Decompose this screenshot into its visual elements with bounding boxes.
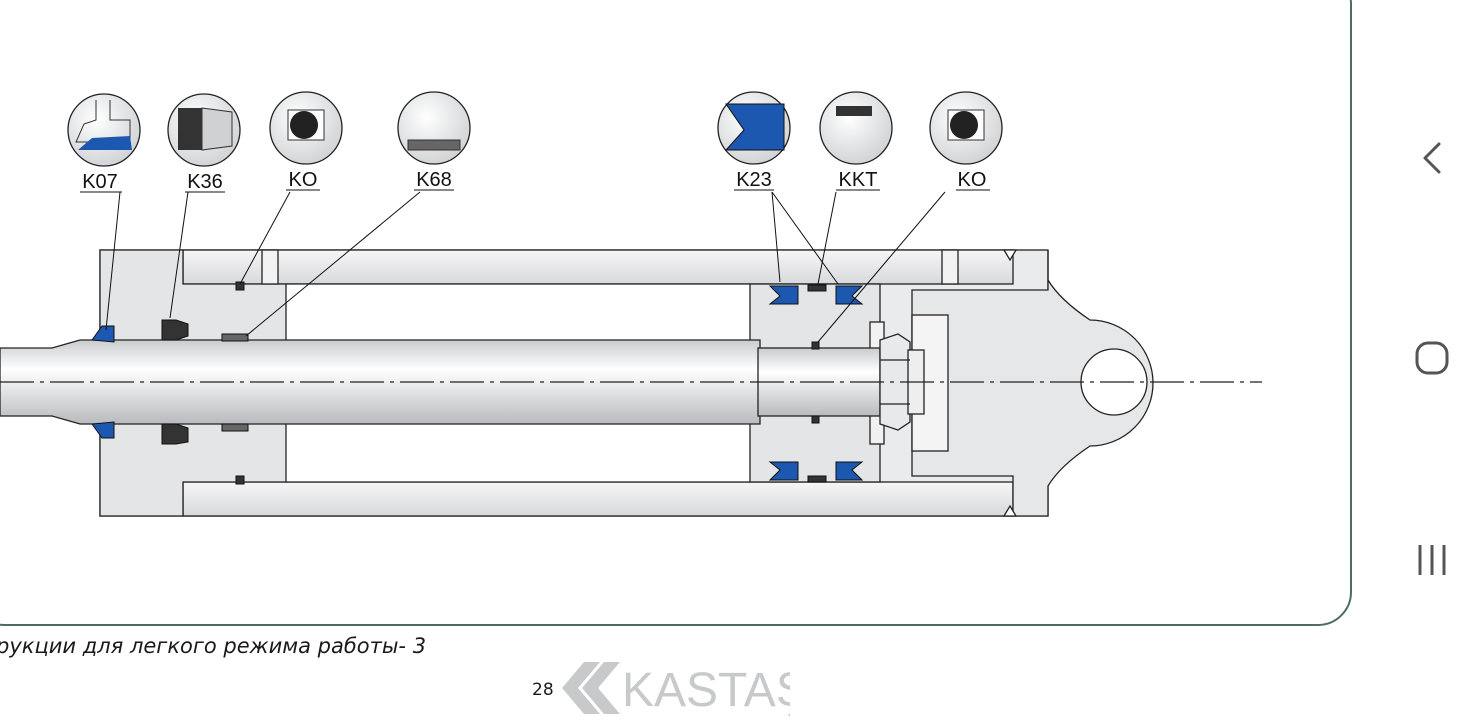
recents-button[interactable] bbox=[1400, 528, 1464, 592]
home-button[interactable] bbox=[1400, 326, 1464, 390]
detail-kkt bbox=[819, 91, 893, 165]
logo-chevrons-icon bbox=[562, 662, 620, 714]
home-icon bbox=[1415, 341, 1449, 375]
recents-icon bbox=[1418, 545, 1446, 575]
label-k68: K68 bbox=[416, 169, 452, 191]
label-kkt: KKT bbox=[839, 169, 878, 191]
label-k07: K07 bbox=[82, 171, 118, 193]
detail-ko-right bbox=[929, 91, 1003, 165]
label-k23: K23 bbox=[736, 169, 772, 191]
label-ko-right: KO bbox=[958, 169, 987, 191]
seals bbox=[91, 281, 864, 485]
detail-k36 bbox=[167, 93, 241, 167]
kastas-logo: KASTAŞ bbox=[562, 662, 790, 717]
leader-lines bbox=[105, 191, 946, 343]
chevron-left-icon bbox=[1423, 142, 1441, 174]
label-k36: K36 bbox=[187, 171, 223, 193]
label-ko-left: KO bbox=[289, 169, 318, 191]
page-number: 28 bbox=[532, 680, 554, 700]
detail-k68 bbox=[397, 91, 471, 165]
seal-labels: K07 K36 KO K68 K23 KKT KO bbox=[82, 169, 986, 193]
figure-caption: рукции для легкого режима работы- 3 bbox=[0, 634, 427, 658]
system-nav-bar bbox=[1384, 0, 1480, 720]
detail-k07 bbox=[67, 93, 141, 167]
logo-text: KASTAŞ bbox=[622, 664, 790, 717]
detail-k23 bbox=[717, 91, 791, 165]
hydraulic-cylinder-diagram: K07 K36 KO K68 K23 KKT KO bbox=[0, 91, 1262, 517]
detail-ko-left bbox=[269, 91, 343, 165]
back-button[interactable] bbox=[1400, 126, 1464, 190]
